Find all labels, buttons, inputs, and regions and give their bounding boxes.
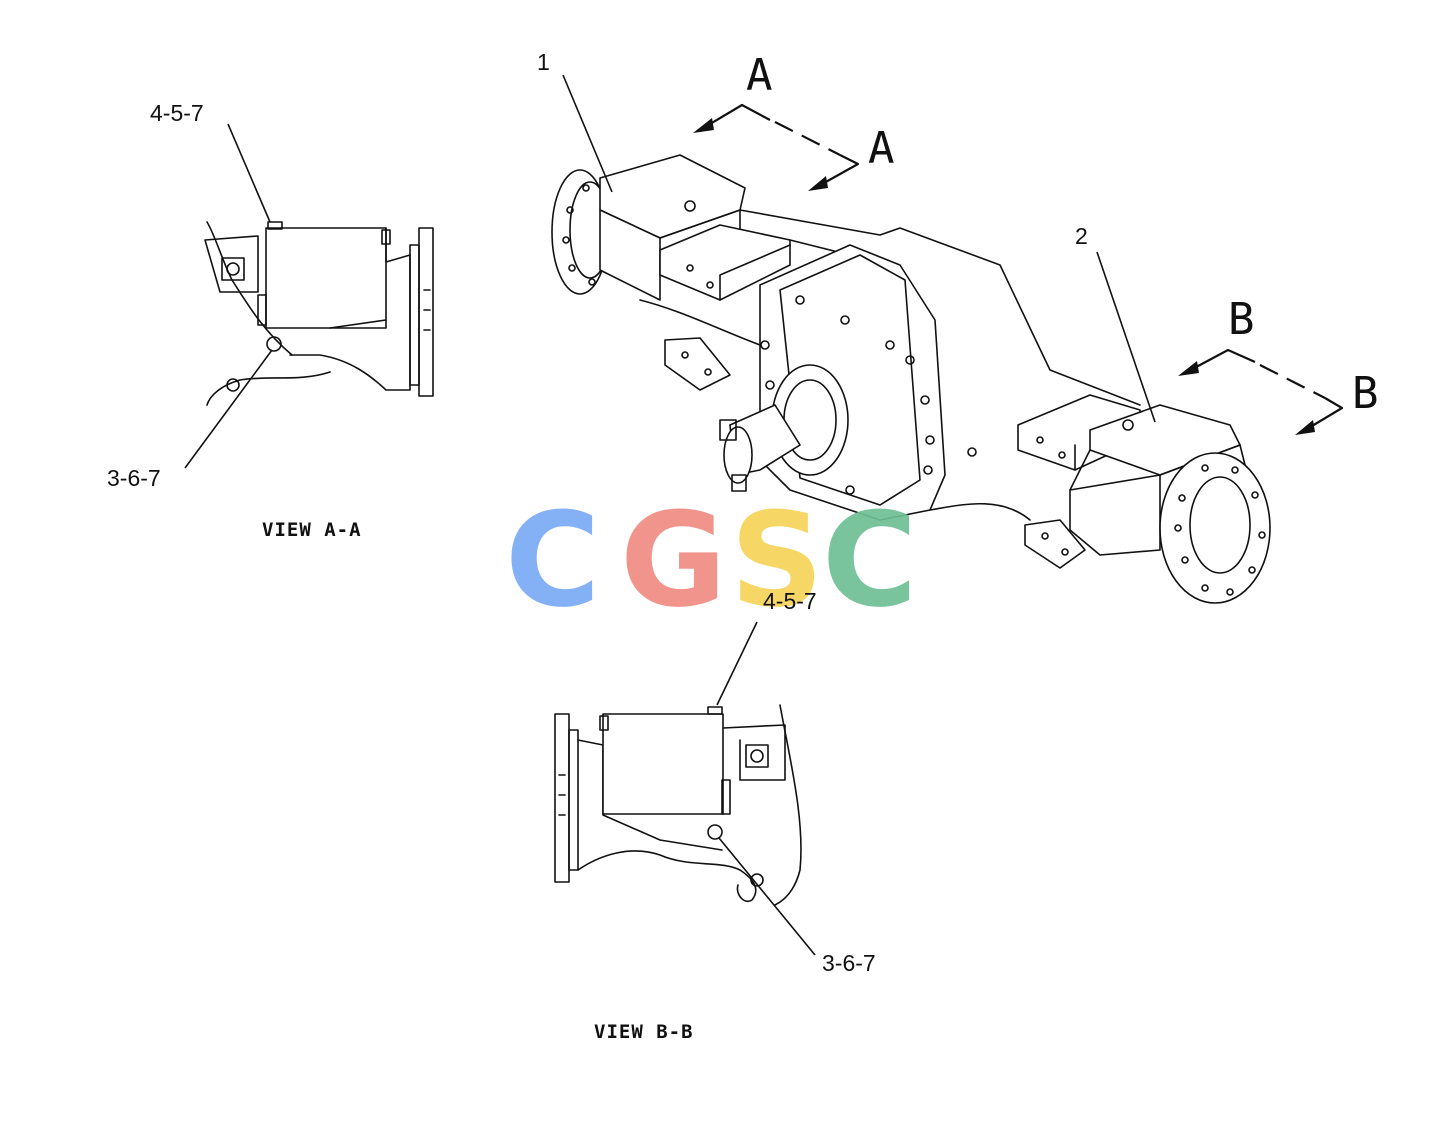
callout-view-b-top: 4-5-7 [763,588,817,614]
section-mark-a-left: A [746,50,773,101]
callout-view-b-bottom: 3-6-7 [822,950,876,976]
watermark: C G S C [505,484,917,636]
callout-part-1: 1 [537,49,550,75]
section-mark-a-right: A [868,123,895,174]
watermark-letter-g: G [620,484,727,636]
section-mark-b-left: B [1228,294,1255,345]
watermark-letter-s: S [730,484,824,636]
view-b-drawing [554,621,816,956]
callout-part-2: 2 [1075,223,1088,249]
axle-assembly-drawing [551,74,1271,604]
view-b-label: VIEW B-B [594,1021,694,1043]
view-a-label: VIEW A-A [262,519,362,541]
watermark-letter-c1: C [505,484,600,636]
section-line-b [1178,348,1344,435]
section-mark-b-right: B [1352,368,1379,419]
section-line-a [693,103,860,191]
callout-view-a-bottom: 3-6-7 [107,465,161,491]
callout-view-a-top: 4-5-7 [150,100,204,126]
view-a-drawing [184,123,434,469]
watermark-letter-c2: C [822,484,917,636]
